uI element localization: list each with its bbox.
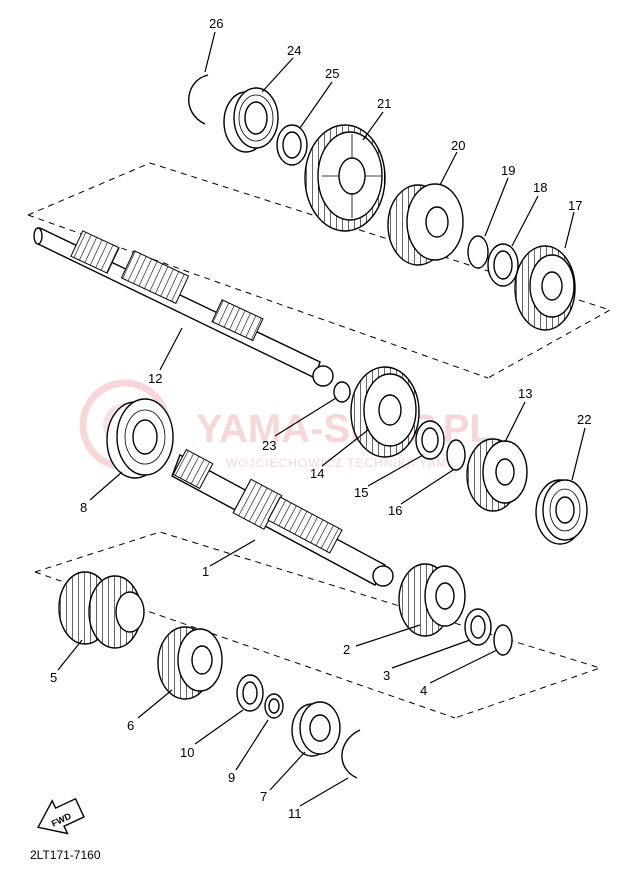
- callout-24: 24: [287, 43, 301, 58]
- callout-16: 16: [388, 503, 402, 518]
- part-7-bearing: [291, 701, 341, 757]
- part-11-circlip: [341, 729, 361, 779]
- part-6-gear: [157, 626, 223, 700]
- part-26-circlip: [188, 74, 209, 125]
- callout-numbers: 26 24 25 21 20 19 18 17 12 23 14 15 16 1…: [50, 16, 591, 821]
- part-19-circlip: [467, 235, 489, 269]
- callout-14: 14: [310, 466, 324, 481]
- part-24-bearing: [223, 87, 279, 153]
- part-16-circlip: [446, 439, 466, 471]
- callout-22: 22: [577, 412, 591, 427]
- callout-9: 9: [228, 770, 235, 785]
- callout-7: 7: [260, 789, 267, 804]
- part-18-washer: [487, 243, 519, 287]
- callout-23: 23: [262, 438, 276, 453]
- diagram-code: 2LT171-7160: [30, 848, 101, 862]
- part-15-washer: [415, 420, 445, 460]
- part-5-gear: [58, 571, 145, 649]
- part-23-collar: [333, 381, 351, 403]
- part-25-washer: [276, 124, 308, 166]
- callout-25: 25: [325, 66, 339, 81]
- part-9-collar: [264, 693, 284, 719]
- part-14-gear: [350, 366, 420, 458]
- upper-shaft-outline: [27, 162, 612, 379]
- part-10-washer: [236, 674, 264, 712]
- part-12-axle: [33, 227, 334, 387]
- callout-1: 1: [202, 564, 209, 579]
- callout-2: 2: [343, 642, 350, 657]
- callout-17: 17: [568, 198, 582, 213]
- part-21-gear: [304, 124, 386, 232]
- callout-8: 8: [80, 500, 87, 515]
- callout-19: 19: [501, 163, 515, 178]
- part-13-gear: [466, 438, 528, 512]
- callout-3: 3: [383, 668, 390, 683]
- part-22-bearing: [535, 479, 588, 545]
- callout-13: 13: [518, 386, 532, 401]
- part-3-washer: [464, 608, 492, 646]
- part-2-gear: [398, 563, 466, 637]
- callout-12: 12: [148, 371, 162, 386]
- leader-lines: [57, 31, 586, 807]
- part-20-gear: [387, 183, 464, 266]
- callout-6: 6: [127, 718, 134, 733]
- callout-15: 15: [354, 485, 368, 500]
- callout-11: 11: [288, 806, 302, 821]
- part-1-axle: [171, 448, 394, 587]
- callout-26: 26: [209, 16, 223, 31]
- callout-5: 5: [50, 670, 57, 685]
- callout-21: 21: [377, 96, 391, 111]
- fwd-arrow-icon: FWD: [37, 797, 85, 835]
- part-8-bearing: [106, 398, 174, 479]
- callout-4: 4: [420, 683, 427, 698]
- watermark-sub-text: WOJCIECHOWICZ TECHNIKA YAMAHA: [226, 456, 475, 470]
- callout-18: 18: [533, 180, 547, 195]
- part-17-gear: [514, 245, 576, 331]
- part-4-circlip: [493, 624, 513, 656]
- callout-10: 10: [180, 745, 194, 760]
- callout-20: 20: [451, 138, 465, 153]
- lower-group-outline-lower: [34, 571, 456, 719]
